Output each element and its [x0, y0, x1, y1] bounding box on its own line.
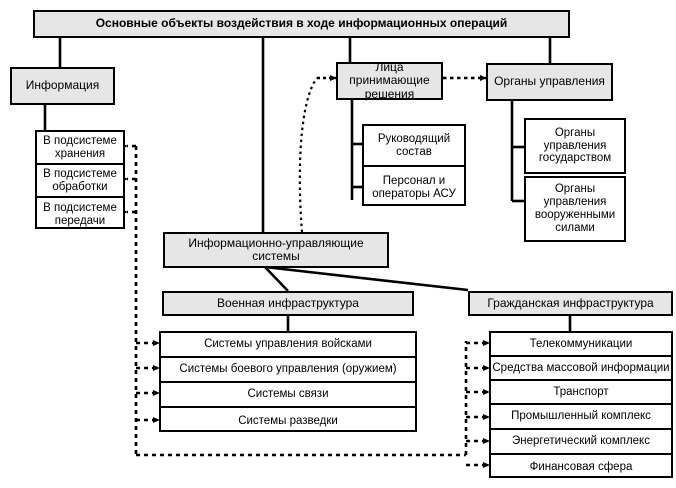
decision-makers-children: Руководящий состав Персонал и операторы … — [362, 124, 466, 206]
list-item: В подсистеме хранения — [37, 132, 123, 165]
item-label: Персонал и операторы АСУ — [372, 174, 456, 200]
item-label: В подсистеме обработки — [43, 167, 117, 193]
item-label: Системы боевого управления (оружием) — [179, 363, 397, 376]
item-label: Системы связи — [247, 388, 329, 401]
item-label: В подсистеме передачи — [43, 201, 117, 227]
item-label: Системы управления войсками — [204, 338, 372, 351]
title-box-label: Основные объекты воздействия в ходе инфо… — [95, 16, 508, 31]
item-label: Энергетический комплекс — [512, 435, 650, 448]
list-item: Системы связи — [161, 383, 415, 408]
node-state-control-bodies: Органы управления государством — [524, 118, 626, 174]
list-item: Транспорт — [491, 381, 671, 405]
list-item: Системы разведки — [161, 408, 415, 434]
item-label: Органы управления государством — [538, 126, 612, 165]
item-label: Промышленный комплекс — [511, 410, 651, 423]
item-label: Руководящий состав — [377, 132, 451, 158]
item-label: Системы разведки — [238, 414, 338, 427]
node-information: Информация — [10, 67, 115, 105]
item-label: Финансовая сфера — [529, 461, 633, 474]
node-civil-infrastructure: Гражданская инфраструктура — [468, 291, 673, 316]
item-label: Органы управления вооруженными силами — [534, 183, 616, 234]
node-info-control-systems-label: Информационно-управляющие системы — [188, 235, 364, 263]
list-item: В подсистеме обработки — [37, 165, 123, 198]
list-item: Энергетический комплекс — [491, 430, 671, 455]
list-item: Системы боевого управления (оружием) — [161, 358, 415, 383]
node-decision-makers-label: Лица принимающие решения — [349, 59, 430, 101]
item-label: Телекоммуникации — [529, 337, 633, 350]
node-information-label: Информация — [25, 78, 100, 93]
item-label: В подсистеме хранения — [43, 134, 117, 160]
node-civil-infrastructure-label: Гражданская инфраструктура — [487, 295, 654, 310]
node-control-bodies: Органы управления — [486, 63, 613, 101]
node-info-control-systems: Информационно-управляющие системы — [163, 232, 389, 268]
list-item: Системы управления войсками — [161, 333, 415, 358]
list-item: Промышленный комплекс — [491, 405, 671, 430]
node-armed-forces-control-bodies: Органы управления вооруженными силами — [524, 176, 626, 242]
military-infrastructure-children: Системы управления войсками Системы боев… — [159, 331, 417, 432]
list-item: Средства массовой информации — [491, 357, 671, 381]
information-children: В подсистеме хранения В подсистеме обраб… — [35, 130, 125, 229]
list-item: Руководящий состав — [364, 126, 464, 167]
node-decision-makers: Лица принимающие решения — [336, 59, 443, 101]
item-label: Транспорт — [553, 385, 609, 398]
title-box: Основные объекты воздействия в ходе инфо… — [33, 10, 570, 38]
node-military-infrastructure: Военная инфраструктура — [162, 291, 414, 316]
list-item: В подсистеме передачи — [37, 198, 123, 231]
node-control-bodies-label: Органы управления — [494, 74, 605, 89]
item-label: Средства массовой информации — [492, 361, 670, 374]
list-item: Финансовая сфера — [491, 455, 671, 480]
list-item: Персонал и операторы АСУ — [364, 167, 464, 208]
node-military-infrastructure-label: Военная инфраструктура — [217, 295, 359, 310]
list-item: Телекоммуникации — [491, 333, 671, 357]
civil-infrastructure-children: Телекоммуникации Средства массовой инфор… — [489, 331, 673, 478]
